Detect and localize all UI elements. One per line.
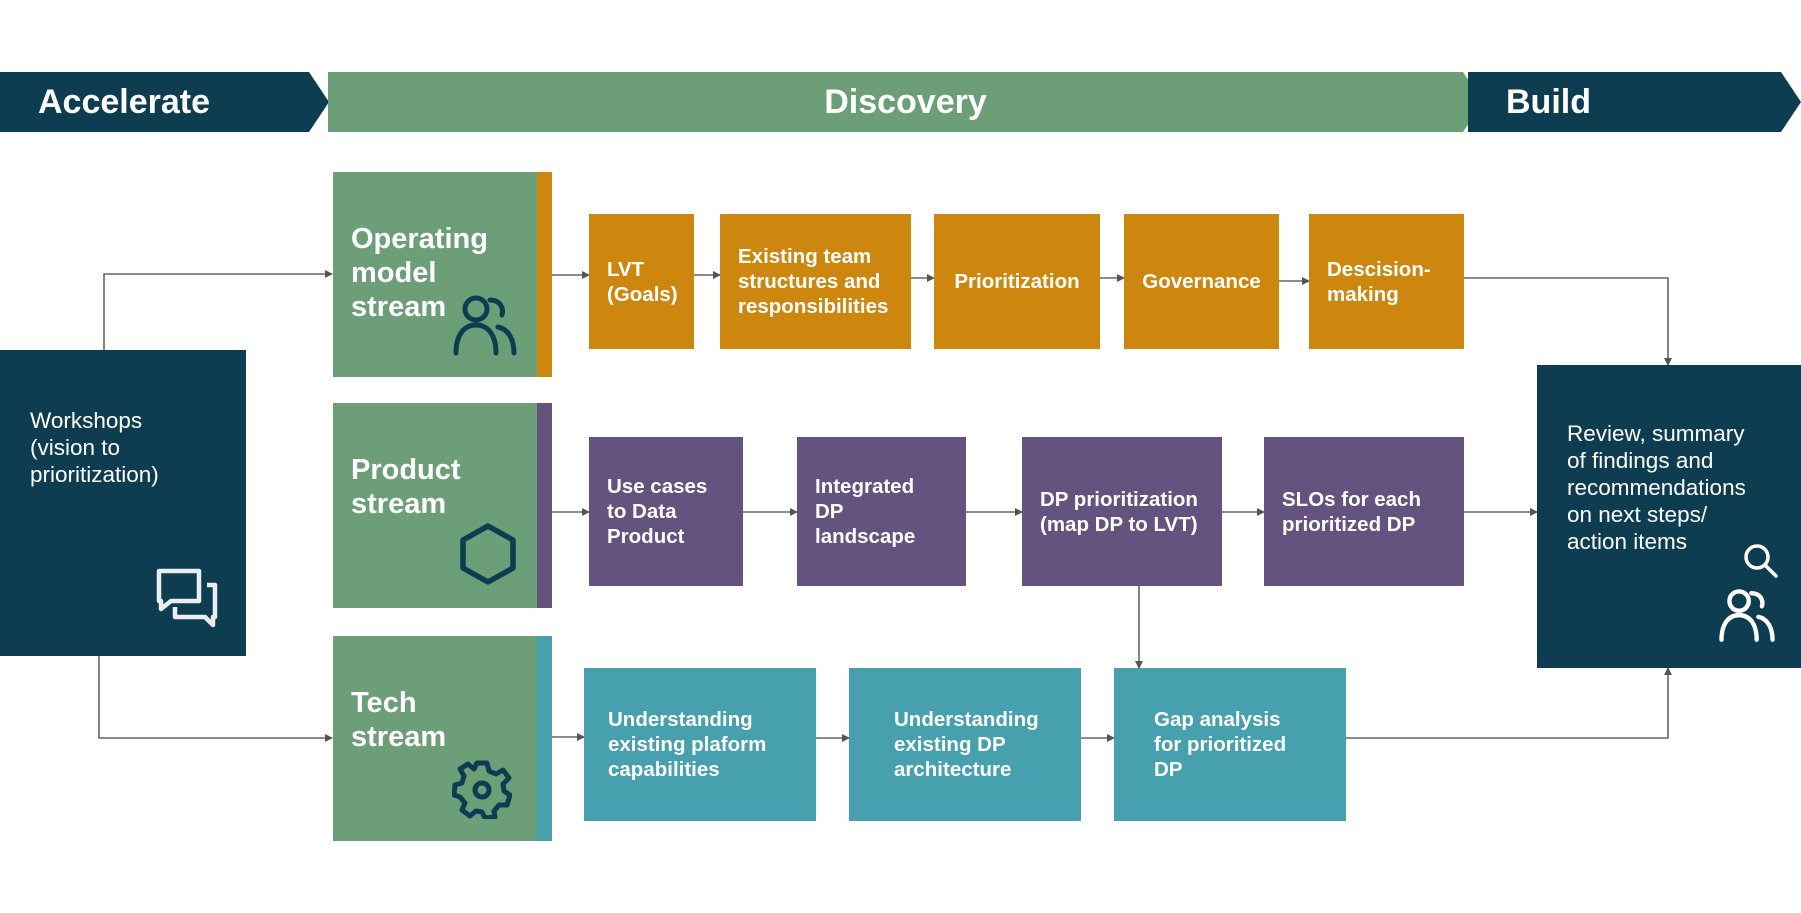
tech-step-dp-architecture: Understanding existing DP architecture	[849, 668, 1081, 821]
product-step-slos: SLOs for each prioritized DP	[1264, 437, 1464, 586]
product-step-label: DP prioritization (map DP to LVT)	[1040, 487, 1198, 536]
users-icon	[1719, 589, 1775, 642]
workshops-text: Workshops (vision to prioritization)	[30, 408, 159, 487]
operating-step-label: Prioritization	[954, 270, 1080, 293]
operating-step-label: Existing team structures and responsibil…	[738, 245, 889, 318]
operating-step-existing-team-structures: Existing team structures and responsibil…	[720, 214, 911, 349]
tech-step-label: Understanding existing plaform capabilit…	[608, 708, 767, 781]
tech-step-label: Understanding existing DP architecture	[894, 708, 1039, 781]
phase-discovery-label: Discovery	[824, 82, 987, 121]
phase-build-label: Build	[1506, 82, 1591, 121]
arrow-te-to-review	[1346, 667, 1672, 739]
product-step-integrated-landscape: Integrated DP landscape	[797, 437, 966, 586]
tech-step-gap-analysis: Gap analysis for prioritized DP	[1114, 668, 1346, 821]
chat-bubbles-icon	[156, 568, 218, 628]
product-step-dp-prioritization: DP prioritization (map DP to LVT)	[1022, 437, 1222, 586]
phase-build: Build	[1468, 72, 1801, 132]
tech-stream-accent-bar	[537, 636, 552, 841]
operating-stream-accent-bar	[537, 172, 552, 377]
tech-step-label: Gap analysis for prioritized DP	[1154, 708, 1287, 781]
phase-discovery: Discovery	[328, 72, 1483, 132]
arrow-workshops-to-tech	[98, 656, 333, 742]
operating-step-lvt-goals: LVT (Goals)	[589, 214, 694, 349]
operating-step-governance: Governance	[1124, 214, 1279, 349]
review-text: Review, summary of findings and recommen…	[1567, 421, 1746, 554]
operating-step-decision-making: Descision- making	[1309, 214, 1464, 349]
operating-step-label: LVT (Goals)	[607, 257, 678, 306]
product-stream-accent-bar	[537, 403, 552, 608]
tech-stream-label: Tech stream	[351, 687, 447, 753]
arrow-op-to-review	[1464, 277, 1672, 366]
operating-step-label: Governance	[1142, 270, 1261, 293]
product-step-label: Use cases to Data Product	[607, 475, 708, 548]
gear-icon	[452, 760, 512, 819]
operating-model-stream: Operating model stream	[333, 172, 537, 377]
workshops-box: Workshops (vision to prioritization)	[0, 350, 246, 656]
users-icon	[453, 295, 517, 356]
product-step-label: SLOs for each prioritized DP	[1282, 487, 1421, 536]
product-stream-label: Product stream	[351, 454, 461, 520]
phase-accelerate-label: Accelerate	[38, 82, 211, 121]
search-icon	[1744, 544, 1778, 578]
tech-step-platform-capabilities: Understanding existing plaform capabilit…	[584, 668, 816, 821]
operating-step-prioritization: Prioritization	[934, 214, 1100, 349]
arrow-workshops-to-operating	[103, 270, 333, 350]
operating-step-label: Descision- making	[1327, 257, 1431, 306]
operating-stream-label: Operating model stream	[351, 223, 488, 323]
hexagon-icon	[460, 523, 516, 585]
product-step-use-cases: Use cases to Data Product	[589, 437, 743, 586]
phase-accelerate: Accelerate	[0, 72, 329, 132]
product-step-label: Integrated DP landscape	[815, 475, 916, 548]
